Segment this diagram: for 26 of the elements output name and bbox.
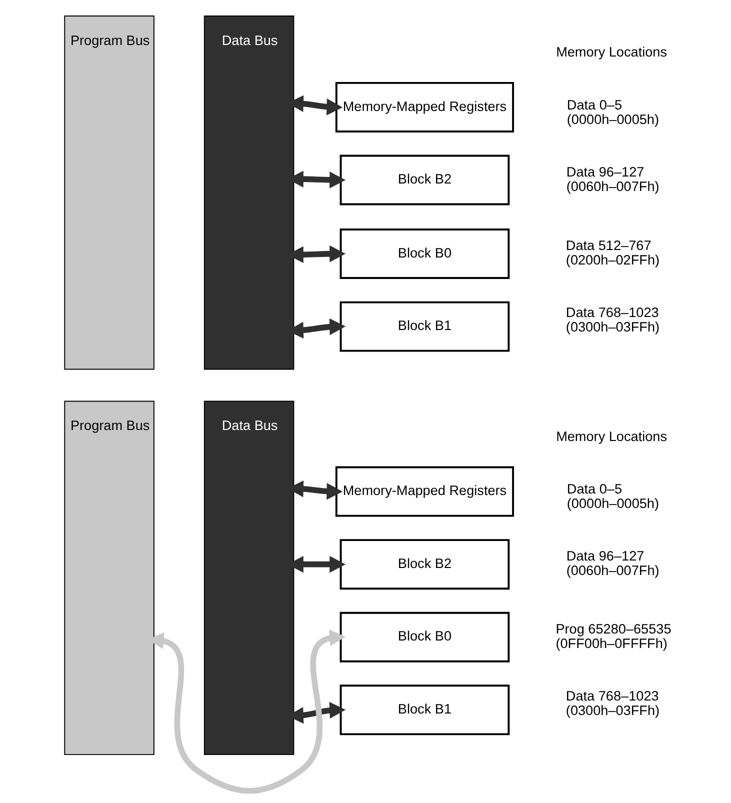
node-label: Data 96–127 <box>566 548 644 564</box>
node-label: (0000h–0005h) <box>566 112 659 127</box>
node-label: Data 96–127 <box>566 164 644 180</box>
label: Memory Locations <box>556 428 667 444</box>
node-label: Data 768–1023 <box>565 688 658 704</box>
node-box: Block B2 <box>339 154 510 206</box>
node-label: (0300h–03FFh) <box>565 320 660 335</box>
node-label: (0060h–007Fh) <box>566 563 659 578</box>
node-label: (0060h–007Fh) <box>566 178 659 194</box>
node-box: Block B1 <box>339 684 510 736</box>
node-box: Memory-Mapped Registers <box>334 82 514 132</box>
node-box: Block B2 <box>339 539 510 590</box>
node-label: Data 0–5 <box>566 482 622 497</box>
node-label: Data 0–5 <box>566 97 622 112</box>
node-label: (0200h–02FFh) <box>565 252 660 268</box>
node-box: Block B1 <box>339 301 510 352</box>
node-label: (0FF00h–0FFFFh) <box>555 636 667 651</box>
node-box: Block B0 <box>339 228 510 279</box>
node-label: Prog 65280–65535 <box>555 621 671 636</box>
node-label: Data 768–1023 <box>565 305 658 320</box>
node-box: Memory-Mapped Registers <box>334 466 514 517</box>
node-label: (0000h–0005h) <box>566 496 659 512</box>
node-box: Block B0 <box>339 612 510 662</box>
node-label: (0300h–03FFh) <box>565 702 660 718</box>
node-label: Data 512–767 <box>565 238 651 254</box>
label: Memory Locations <box>556 44 667 60</box>
